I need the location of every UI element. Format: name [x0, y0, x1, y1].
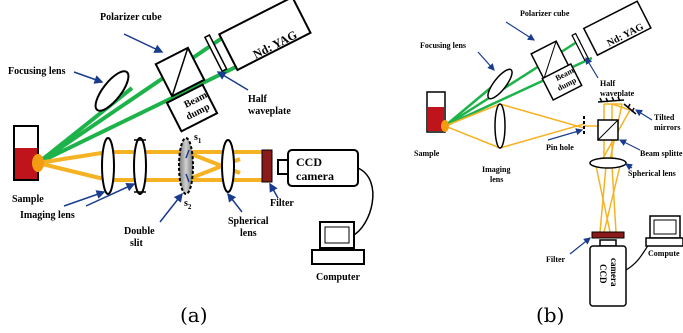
filter-label-a: Filter: [270, 198, 294, 209]
half-waveplate-label-2-a: waveplate: [248, 106, 291, 117]
panel-b: Beam dump Nd: YAG: [414, 0, 683, 327]
double-slit-label-2-a: slit: [130, 238, 143, 249]
imaging-lens-2-a: [133, 137, 147, 195]
imaging-lens-label-1-b: Imaging: [482, 165, 510, 174]
focusing-lens-a: [94, 70, 130, 112]
beam-dump-a: [165, 83, 219, 133]
computer-a: [311, 221, 365, 265]
sample-label-b: Sample: [414, 149, 440, 158]
emission-beam-b: [444, 103, 631, 233]
camera-cable-a: [351, 167, 374, 237]
imaging-lens-b: [494, 103, 506, 149]
panel-a: Beam dump Nd: YAG CCD camera: [8, 0, 374, 327]
half-waveplate-label-1-b: Half: [600, 79, 615, 88]
double-slit-a: [178, 137, 194, 195]
sample-label-a: Sample: [12, 194, 44, 205]
spherical-lens-label-2-a: lens: [240, 228, 257, 239]
nd-yag-laser-a: [217, 0, 312, 72]
half-waveplate-label-1-a: Half: [248, 94, 268, 105]
sample-liquid-a: [15, 148, 37, 179]
filter-label-b: Filter: [546, 255, 566, 264]
focusing-lens-label-b: Focusing lens: [420, 41, 466, 50]
plasma-spot-b: [441, 120, 449, 132]
spherical-lens-label-1-a: Spherical: [228, 216, 269, 227]
pin-hole-label-b: Pin hole: [546, 143, 574, 152]
imaging-lens-label-2-b: lens: [490, 175, 503, 184]
plasma-spot-a: [32, 154, 44, 172]
slit-s2-label-a: s2: [184, 198, 192, 211]
beam-splitter-b: [597, 119, 619, 141]
ccd-label-2-b: camera: [609, 258, 619, 287]
polarizer-label-a: Polarizer cube: [100, 12, 162, 23]
double-slit-label-1-a: Double: [124, 226, 155, 237]
half-waveplate-a: [203, 34, 228, 73]
tilted-mirrors-label-1-b: Tilted: [654, 113, 675, 122]
half-waveplate-label-2-b: waveplate: [600, 89, 635, 98]
polarizer-label-b: Polarizer cube: [520, 9, 570, 18]
beam-splitter-label-b: Beam splitte: [640, 149, 683, 158]
focusing-lens-b: [487, 68, 513, 100]
spherical-lens-b: [589, 157, 627, 169]
tilted-mirrors-label-2-b: mirrors: [654, 123, 681, 132]
computer-b: [645, 215, 683, 247]
beam-dump-b: [541, 63, 583, 101]
spherical-lens-label-b: Spherical lens: [628, 169, 676, 178]
caption-a: (a): [180, 303, 208, 327]
slit-s1-label-a: s1: [194, 132, 202, 145]
sample-liquid-b: [428, 107, 444, 131]
imaging-lens-label-a: Imaging lens: [20, 210, 75, 221]
half-waveplate-b: [571, 32, 590, 62]
caption-b: (b): [536, 303, 564, 327]
ccd-label-1-a: CCD: [296, 155, 322, 169]
spherical-lens-a: [221, 139, 235, 193]
computer-label-b: Compute: [648, 249, 680, 258]
pointer-arrows-a: [63, 33, 279, 223]
nd-yag-laser-b: [582, 0, 652, 57]
ccd-camera-b: [589, 239, 627, 307]
filter-a: [261, 149, 273, 183]
imaging-lens-1-a: [101, 137, 115, 195]
polarizer-cube-a: [154, 46, 206, 98]
pointer-arrows-b: [477, 21, 653, 255]
tilted-mirrors-b: [597, 96, 637, 115]
computer-label-a: Computer: [316, 272, 360, 283]
focusing-lens-label-a: Focusing lens: [8, 66, 66, 77]
filter-b: [591, 231, 625, 239]
ccd-label-1-b: CCD: [598, 264, 608, 284]
ccd-label-2-a: camera: [296, 169, 334, 183]
